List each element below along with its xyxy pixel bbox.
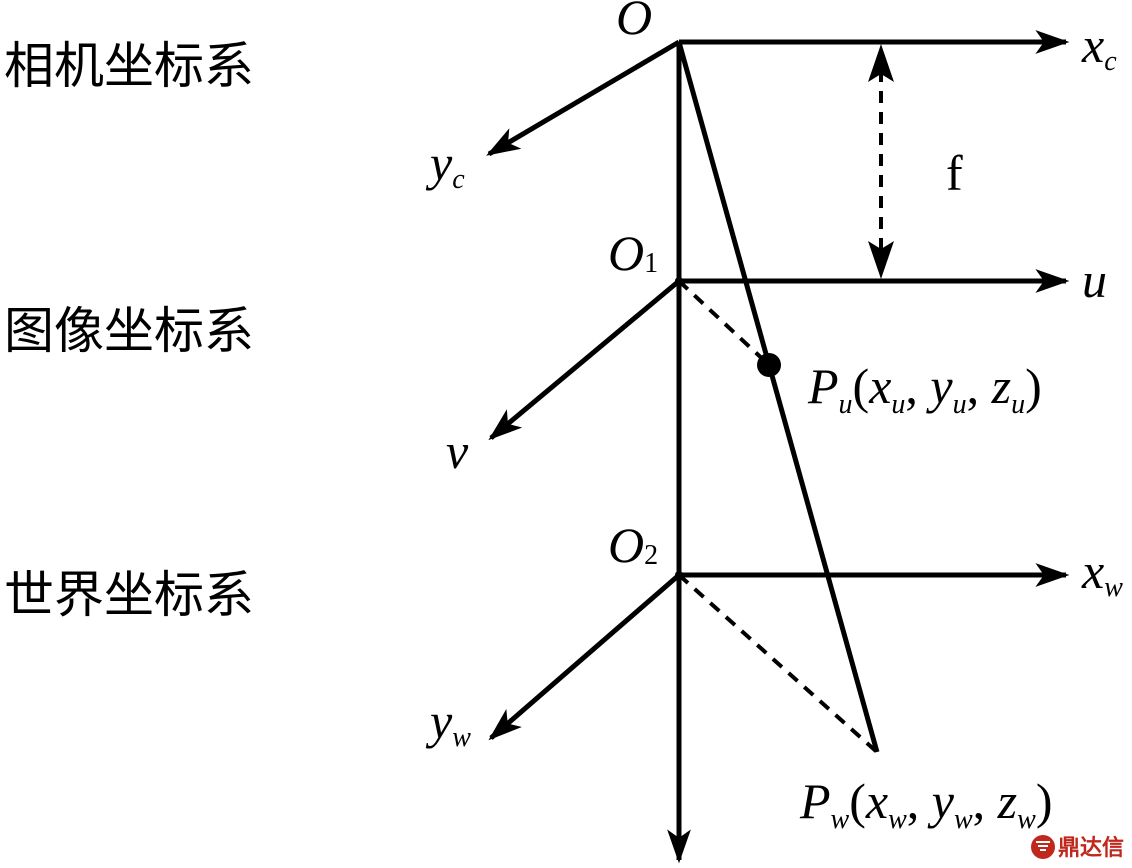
world-system-label: 世界坐标系 <box>4 566 254 624</box>
xc-label: xc <box>1081 17 1117 77</box>
origin-o2-label: O2 <box>608 517 658 573</box>
yc-axis <box>486 39 681 157</box>
focal-arrow-top <box>868 44 894 82</box>
v-axis-label: v <box>446 423 469 479</box>
projection-ray <box>676 41 880 753</box>
origin-o1-dot <box>675 277 683 285</box>
focal-arrow-bottom <box>868 241 894 279</box>
origin-o-label: O <box>616 0 652 45</box>
image-point-pu <box>757 353 781 377</box>
xw-label: xw <box>1081 543 1123 603</box>
origin-o1-label: O1 <box>608 225 658 281</box>
yc-label: yc <box>425 135 465 195</box>
origin-o2-dot <box>675 571 683 579</box>
pu-label: Pu(xu, yu, zu) <box>807 358 1042 420</box>
watermark: 鼎达信 <box>1031 835 1124 861</box>
pw-label: Pw(xw, yw, zw) <box>799 773 1052 835</box>
yw-label: yw <box>425 693 471 753</box>
image-system-label: 图像坐标系 <box>4 302 254 360</box>
u-axis-label: u <box>1082 252 1107 308</box>
watermark-logo-mark <box>1036 841 1050 851</box>
world-point-dashed-line <box>677 573 879 754</box>
focal-length-label: f <box>946 145 963 201</box>
watermark-text: 鼎达信 <box>1058 835 1124 861</box>
v-axis <box>488 279 681 441</box>
yw-axis <box>488 573 681 741</box>
camera-system-label: 相机坐标系 <box>4 37 254 95</box>
